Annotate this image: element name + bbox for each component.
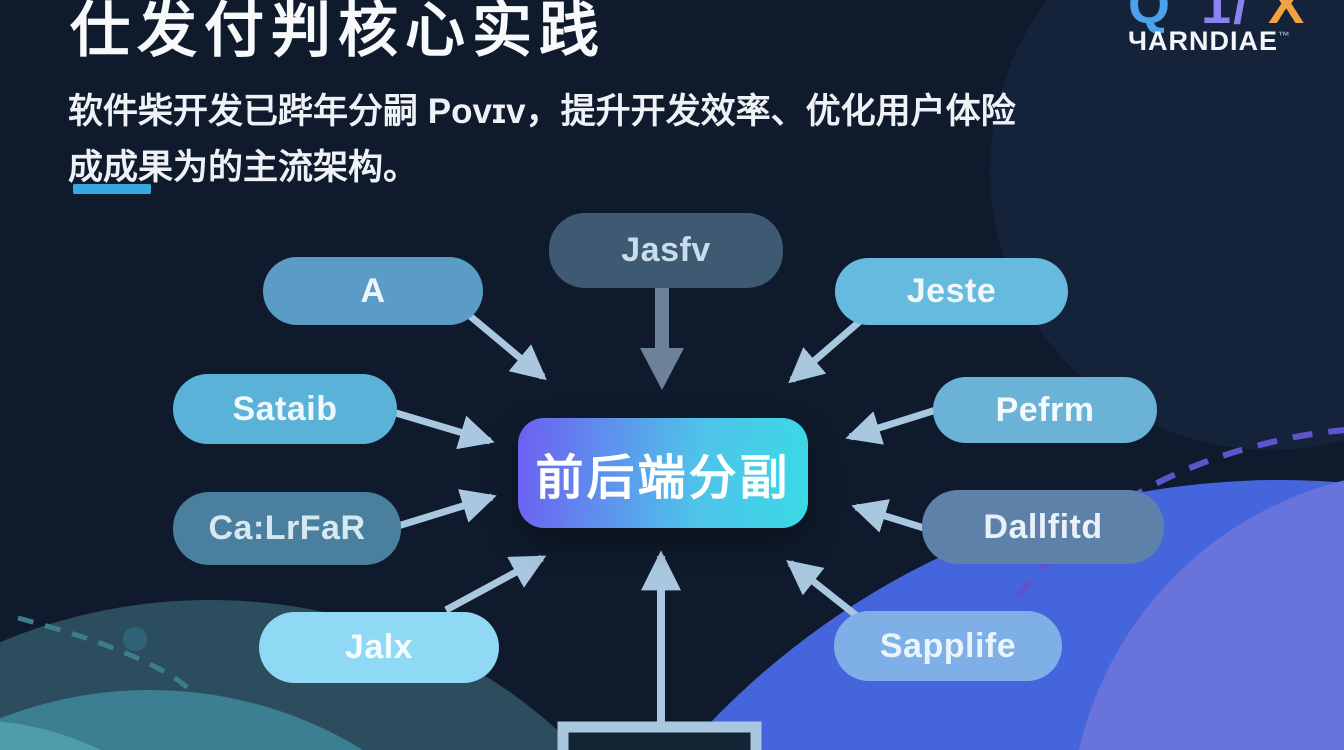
arrow-jalx-to-center [444,554,547,614]
node-dallfitd: Dallfitd [922,490,1164,564]
arrow-sataib-to-center [395,409,495,450]
accent-bar [73,184,151,194]
node-calrfar: Ca:LrFaR [173,492,401,565]
node-jasfv-label: Jasfv [621,231,711,269]
arrow-jeste-to-center [788,313,869,384]
node-a: A [263,257,483,325]
node-jasfv: Jasfv [549,213,783,288]
arrow-pefrm-to-center [845,406,938,445]
node-jalx-label: Jalx [344,628,414,666]
node-jalx: Jalx [259,612,499,683]
page-subtitle: 软件柴开发已跸年分嗣 Povɪv，提升开发效率、优化用户体险 成成果为的主流架构… [68,84,1016,196]
node-calrfar-label: Ca:LrFaR [208,509,366,547]
arrow-calrfar-to-center [396,489,497,530]
brand-logo-icon: Q 1/ X [1128,0,1306,36]
page-title: 仕发付判核心实践 [70,0,606,64]
arrow-dallfitd-to-center [851,499,926,533]
node-sapplife-label: Sapplife [879,626,1017,665]
dashed-arc-teal [17,615,212,714]
subtitle-line-1: 软件柴开发已跸年分嗣 Povɪv，提升开发效率、优化用户体险 [68,92,1016,131]
node-sapplife: Sapplife [834,611,1062,681]
node-pefrm-label: Pefrm [995,390,1095,429]
trademark-symbol: ™ [1277,29,1291,43]
node-dallfitd-label: Dallfitd [983,507,1103,546]
node-pefrm: Pefrm [933,377,1157,443]
brand-name: ЧARNDIAE™ [1128,26,1291,57]
subtitle-line-2: 成成果为的主流架构。 [68,148,419,187]
node-jeste: Jeste [835,258,1068,325]
logo-glyph-x: X [1268,0,1307,35]
bg-circle-topright-dark [990,0,1344,450]
node-sataib: Sataib [173,374,397,444]
brand-name-text: ЧARNDIAE [1128,26,1278,56]
arrow-a-to-center [455,303,547,381]
dot-teal [123,627,147,651]
arrow-sapplife-to-center [786,559,865,623]
node-jeste-label: Jeste [906,272,997,310]
node-a-label: A [360,271,386,310]
logo-glyph-q: Q [1128,0,1173,35]
bg-circle-teal [0,690,363,750]
node-center-label: 前后端分副 [535,452,791,505]
bg-circle-indigo [1079,480,1344,750]
arrow-jasfv-to-center [640,286,684,390]
node-center: 前后端分副 [518,418,808,528]
node-sataib-label: Sataib [232,389,338,428]
bg-circle-teal-corner [0,721,101,750]
bottom-box [557,721,762,750]
logo-glyph-slash: 1/ [1201,0,1251,35]
